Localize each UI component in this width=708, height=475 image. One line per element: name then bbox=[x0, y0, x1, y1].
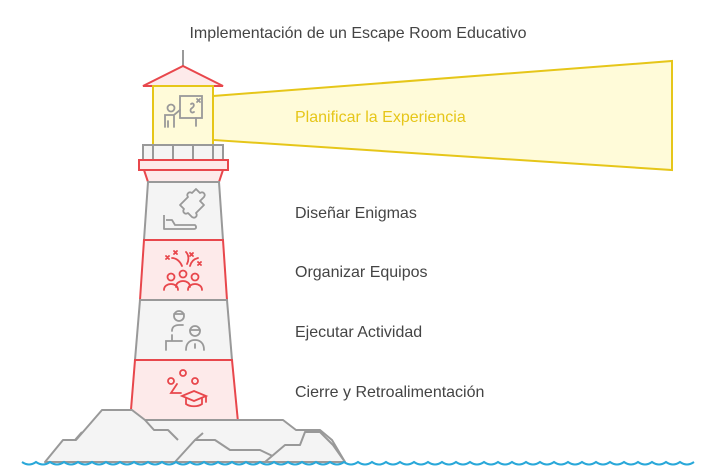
puzzle-icon bbox=[163, 188, 206, 230]
graduation-cap-icon bbox=[167, 369, 209, 408]
rocks bbox=[44, 409, 346, 463]
teacher-student-icon bbox=[165, 310, 205, 351]
tower-collar bbox=[142, 169, 225, 183]
gallery-railing bbox=[142, 144, 224, 161]
stage-label-2: Organizar Equipos bbox=[295, 264, 428, 281]
water-waves bbox=[21, 460, 695, 466]
beam-label: Planificar la Experiencia bbox=[295, 109, 466, 126]
tower-band-3 bbox=[133, 299, 234, 361]
lighthouse-roof bbox=[142, 64, 224, 87]
gallery-platform bbox=[138, 159, 229, 171]
stage-label-4: Cierre y Retroalimentación bbox=[295, 384, 484, 401]
team-celebration-icon bbox=[163, 250, 203, 291]
stage-label-1: Diseñar Enigmas bbox=[295, 205, 417, 222]
lantern-room bbox=[152, 85, 214, 146]
stage-label-3: Ejecutar Actividad bbox=[295, 324, 422, 341]
diagram-title: Implementación de un Escape Room Educati… bbox=[189, 25, 526, 42]
presentation-icon bbox=[164, 95, 203, 128]
